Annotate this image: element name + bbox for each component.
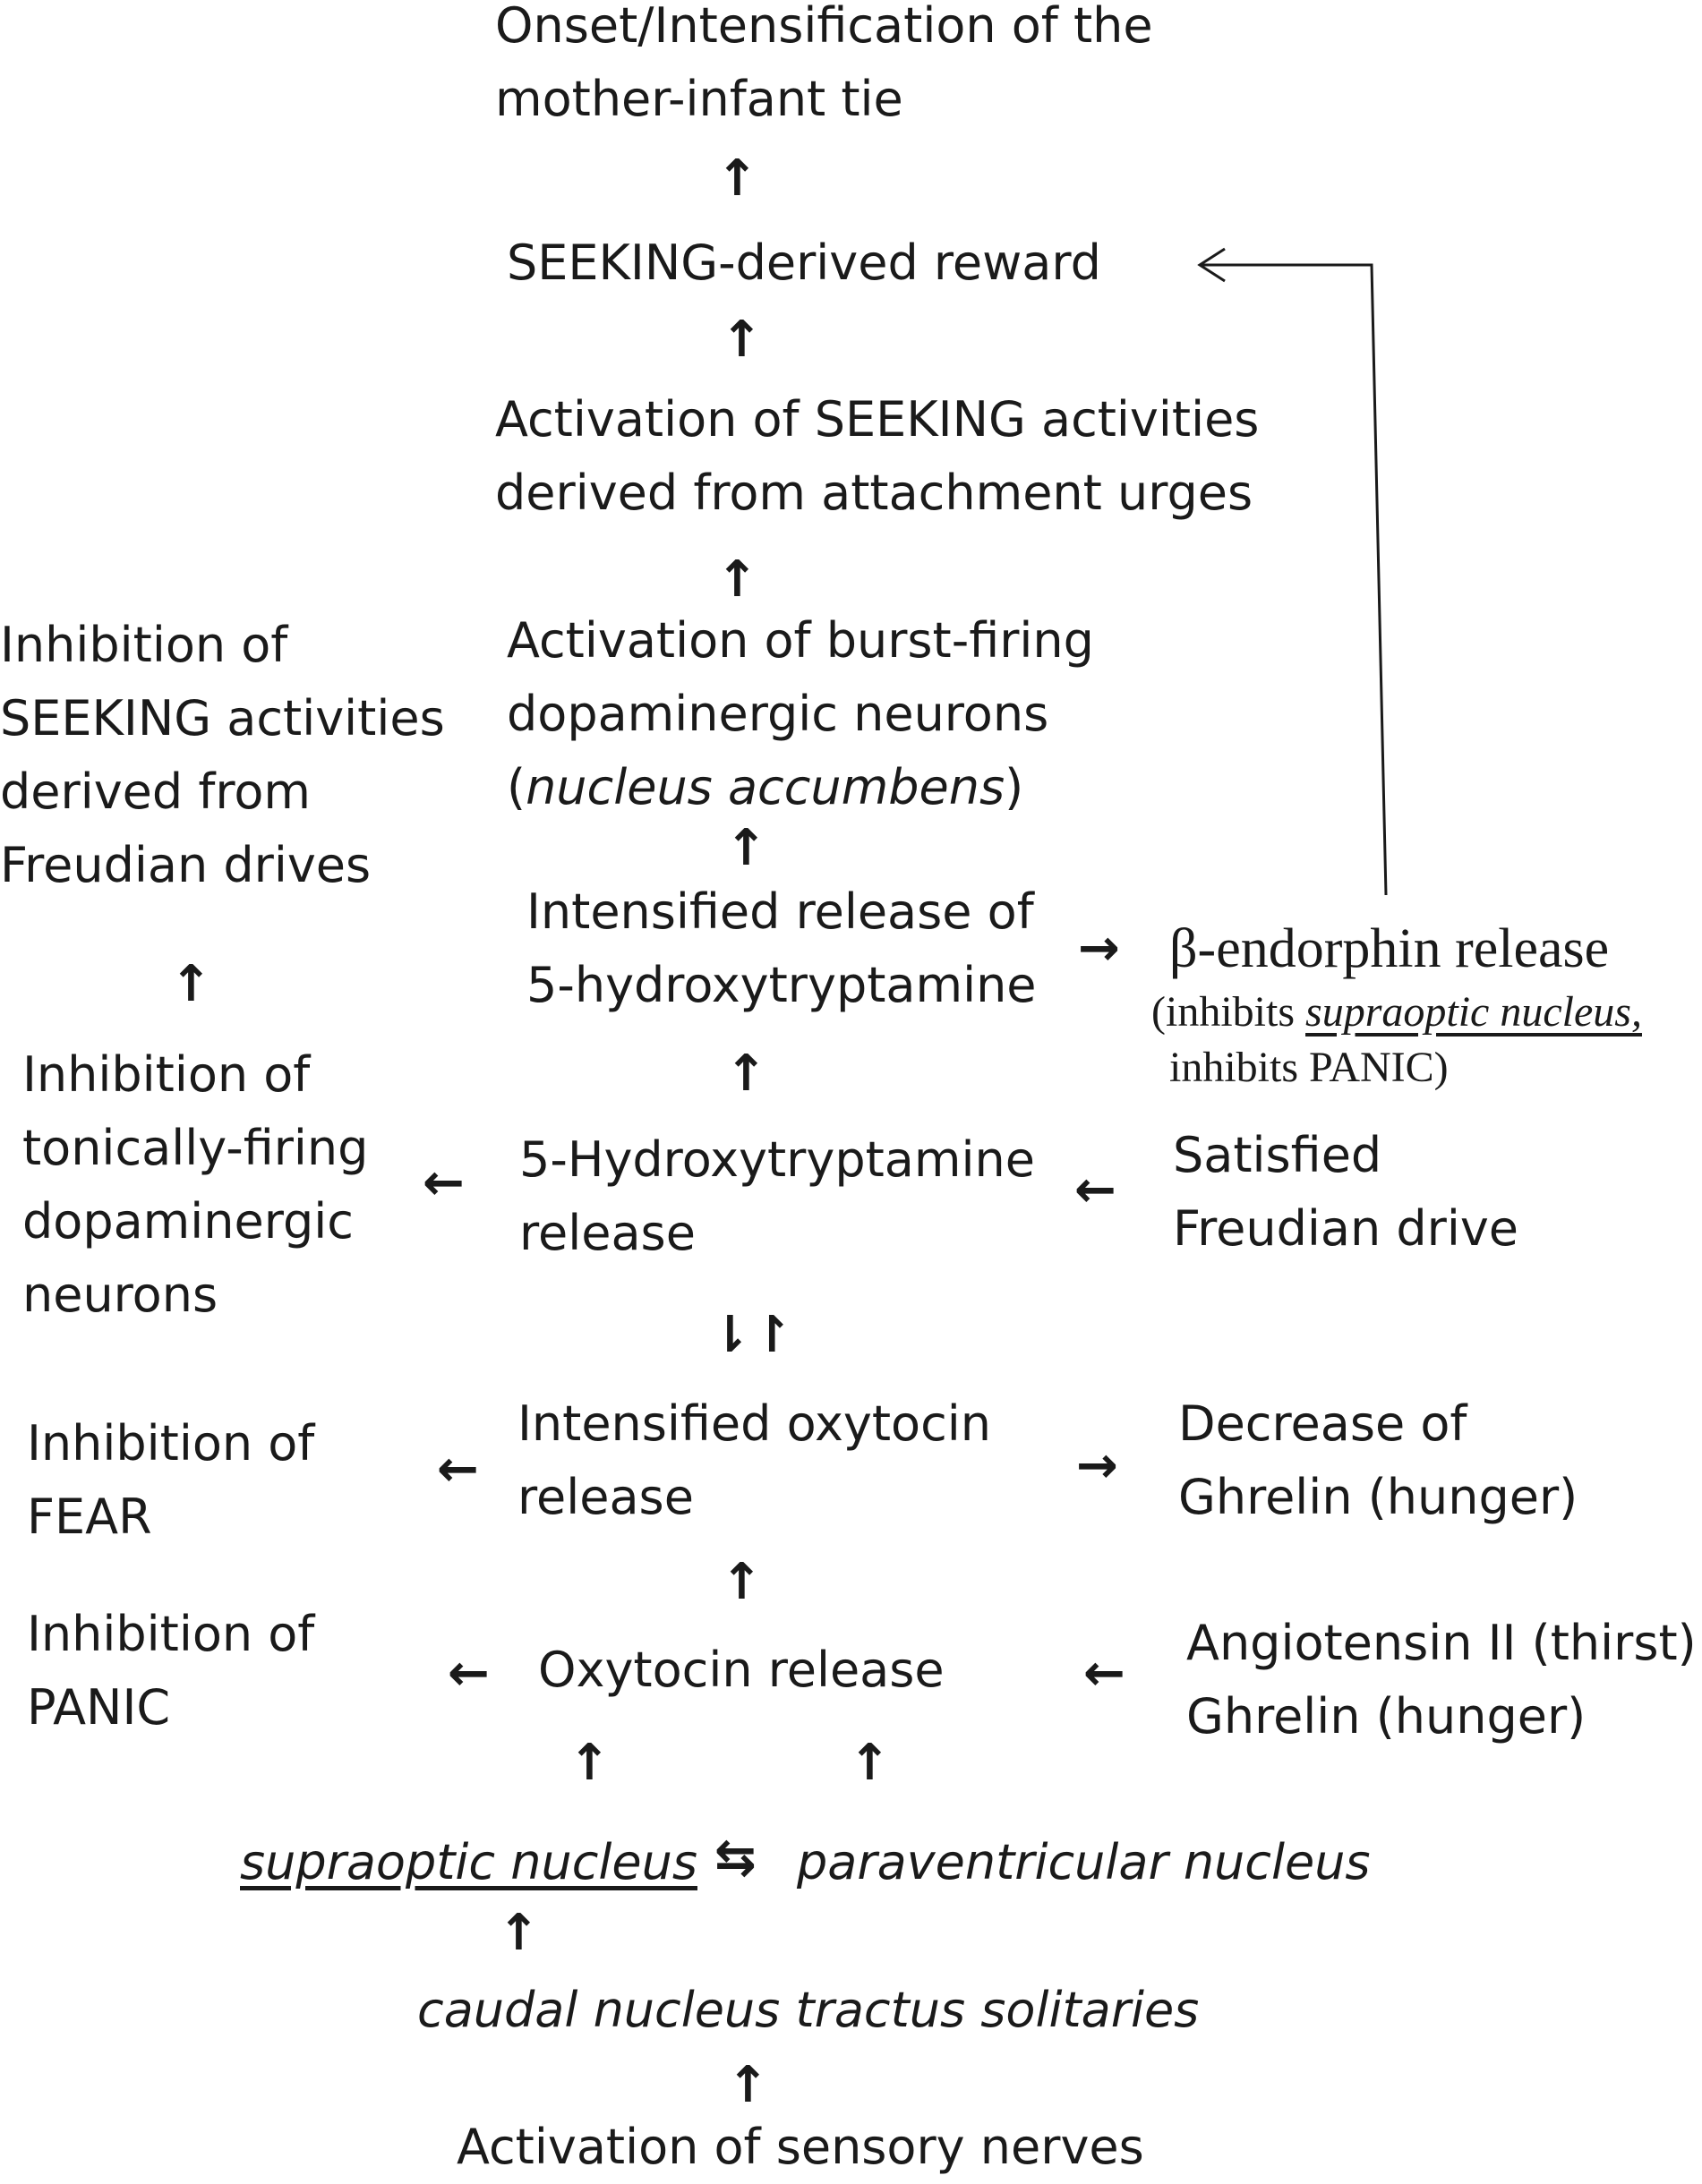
burst-firing-line-3: (nucleus accumbens) [507, 759, 1024, 815]
intensified-oxytocin-node: Intensified oxytocin release [517, 1387, 991, 1534]
right-arrow-icon: → [1076, 1437, 1118, 1495]
activation-seeking-line-2: derived from attachment urges [495, 465, 1253, 521]
intensified-5ht-line-2: 5-hydroxytryptamine [526, 957, 1037, 1013]
up-arrow-icon: ↑ [721, 311, 763, 369]
supraoptic-node: supraoptic nucleus [240, 1834, 697, 1890]
oxytocin-release-node: Oxytocin release [538, 1642, 945, 1698]
angiotensin-node: Angiotensin II (thirst) Ghrelin (hunger) [1186, 1607, 1697, 1753]
up-arrow-icon: ↑ [716, 149, 758, 208]
decrease-ghrelin-node: Decrease of Ghrelin (hunger) [1178, 1387, 1578, 1534]
angiotensin-line-1: Angiotensin II (thirst) [1186, 1615, 1697, 1671]
inhibition-seeking-node: Inhibition of SEEKING activities derived… [0, 609, 445, 902]
caudal-nts-node: caudal nucleus tractus solitaries [417, 1982, 1200, 2038]
angiotensin-line-2: Ghrelin (hunger) [1186, 1688, 1587, 1745]
decrease-ghrelin-line-1: Decrease of [1178, 1395, 1467, 1452]
burst-firing-node: Activation of burst-firing dopaminergic … [507, 604, 1094, 824]
left-arrow-icon: ← [1074, 1161, 1116, 1219]
up-arrow-icon: ↑ [498, 1904, 540, 1962]
5ht-release-node: 5-Hydroxytryptamine release [519, 1123, 1035, 1270]
burst-firing-line-1: Activation of burst-firing [507, 612, 1094, 669]
satisfied-line-1: Satisfied [1173, 1127, 1382, 1183]
inhibition-panic-node: Inhibition of PANIC [27, 1598, 314, 1745]
up-arrow-icon: ↑ [569, 1734, 611, 1792]
beta-endorphin-note-1: (inhibits supraoptic nucleus, [1151, 988, 1642, 1036]
up-arrow-icon: ↑ [727, 2056, 769, 2114]
inhibition-fear-line-1: Inhibition of [27, 1415, 315, 1472]
inhibition-panic-line-1: Inhibition of [27, 1606, 315, 1662]
5ht-release-line-2: release [519, 1205, 696, 1261]
inhibition-tonic-line-2: tonically-firing [22, 1120, 369, 1176]
decrease-ghrelin-line-2: Ghrelin (hunger) [1178, 1469, 1578, 1525]
left-arrow-icon: ← [437, 1440, 479, 1498]
beta-endorphin-node: β-endorphin release (inhibits supraoptic… [1151, 913, 1642, 1096]
inhibition-seeking-line-1: Inhibition of [0, 617, 288, 673]
right-arrow-icon: → [1078, 919, 1120, 977]
intensified-oxytocin-line-1: Intensified oxytocin [517, 1395, 992, 1452]
up-arrow-icon: ↑ [716, 550, 758, 609]
sensory-nerves-node: Activation of sensory nerves [457, 2119, 1144, 2175]
inhibition-fear-line-2: FEAR [27, 1489, 152, 1545]
up-arrow-icon: ↑ [721, 1553, 763, 1611]
intensified-5ht-node: Intensified release of 5-hydroxytryptami… [526, 875, 1037, 1022]
paraventricular-node: paraventricular nucleus [797, 1834, 1371, 1890]
up-arrow-icon: ↑ [725, 1045, 767, 1103]
inhibition-seeking-line-2: SEEKING activities [0, 690, 445, 746]
activation-seeking-node: Activation of SEEKING activities derived… [495, 383, 1259, 530]
left-arrow-icon: ← [423, 1154, 465, 1212]
inhibition-tonic-node: Inhibition of tonically-firing dopaminer… [22, 1038, 368, 1332]
seeking-reward-node: SEEKING-derived reward [507, 235, 1101, 291]
inhibition-fear-node: Inhibition of FEAR [27, 1407, 314, 1554]
bidirectional-arrow-icon: ⇂↾ [709, 1306, 793, 1364]
inhibition-tonic-line-4: neurons [22, 1267, 218, 1323]
inhibition-panic-line-2: PANIC [27, 1679, 171, 1736]
inhibition-tonic-line-1: Inhibition of [22, 1046, 311, 1103]
beta-endorphin-note-2: inhibits PANIC) [1169, 1044, 1449, 1091]
inhibition-tonic-line-3: dopaminergic [22, 1193, 354, 1250]
5ht-release-line-1: 5-Hydroxytryptamine [519, 1131, 1035, 1188]
intensified-oxytocin-line-2: release [517, 1469, 694, 1525]
exchange-arrow-icon: ⇆ [714, 1829, 757, 1887]
onset-line-1: Onset/Intensification of the [495, 0, 1153, 54]
up-arrow-icon: ↑ [725, 819, 767, 877]
onset-line-2: mother-infant tie [495, 71, 903, 127]
inhibition-seeking-line-3: derived from [0, 764, 311, 820]
burst-firing-line-2: dopaminergic neurons [507, 686, 1049, 742]
onset-node: Onset/Intensification of the mother-infa… [495, 0, 1153, 136]
up-arrow-icon: ↑ [849, 1734, 891, 1792]
left-arrow-icon: ← [1083, 1644, 1125, 1702]
satisfied-node: Satisfied Freudian drive [1173, 1119, 1518, 1266]
inhibition-seeking-line-4: Freudian drives [0, 837, 372, 893]
intensified-5ht-line-1: Intensified release of [526, 883, 1034, 940]
beta-endorphin-title: β-endorphin release [1169, 918, 1610, 979]
activation-seeking-line-1: Activation of SEEKING activities [495, 391, 1260, 448]
up-arrow-icon: ↑ [170, 955, 212, 1013]
left-arrow-icon: ← [448, 1644, 490, 1702]
satisfied-line-2: Freudian drive [1173, 1200, 1519, 1257]
